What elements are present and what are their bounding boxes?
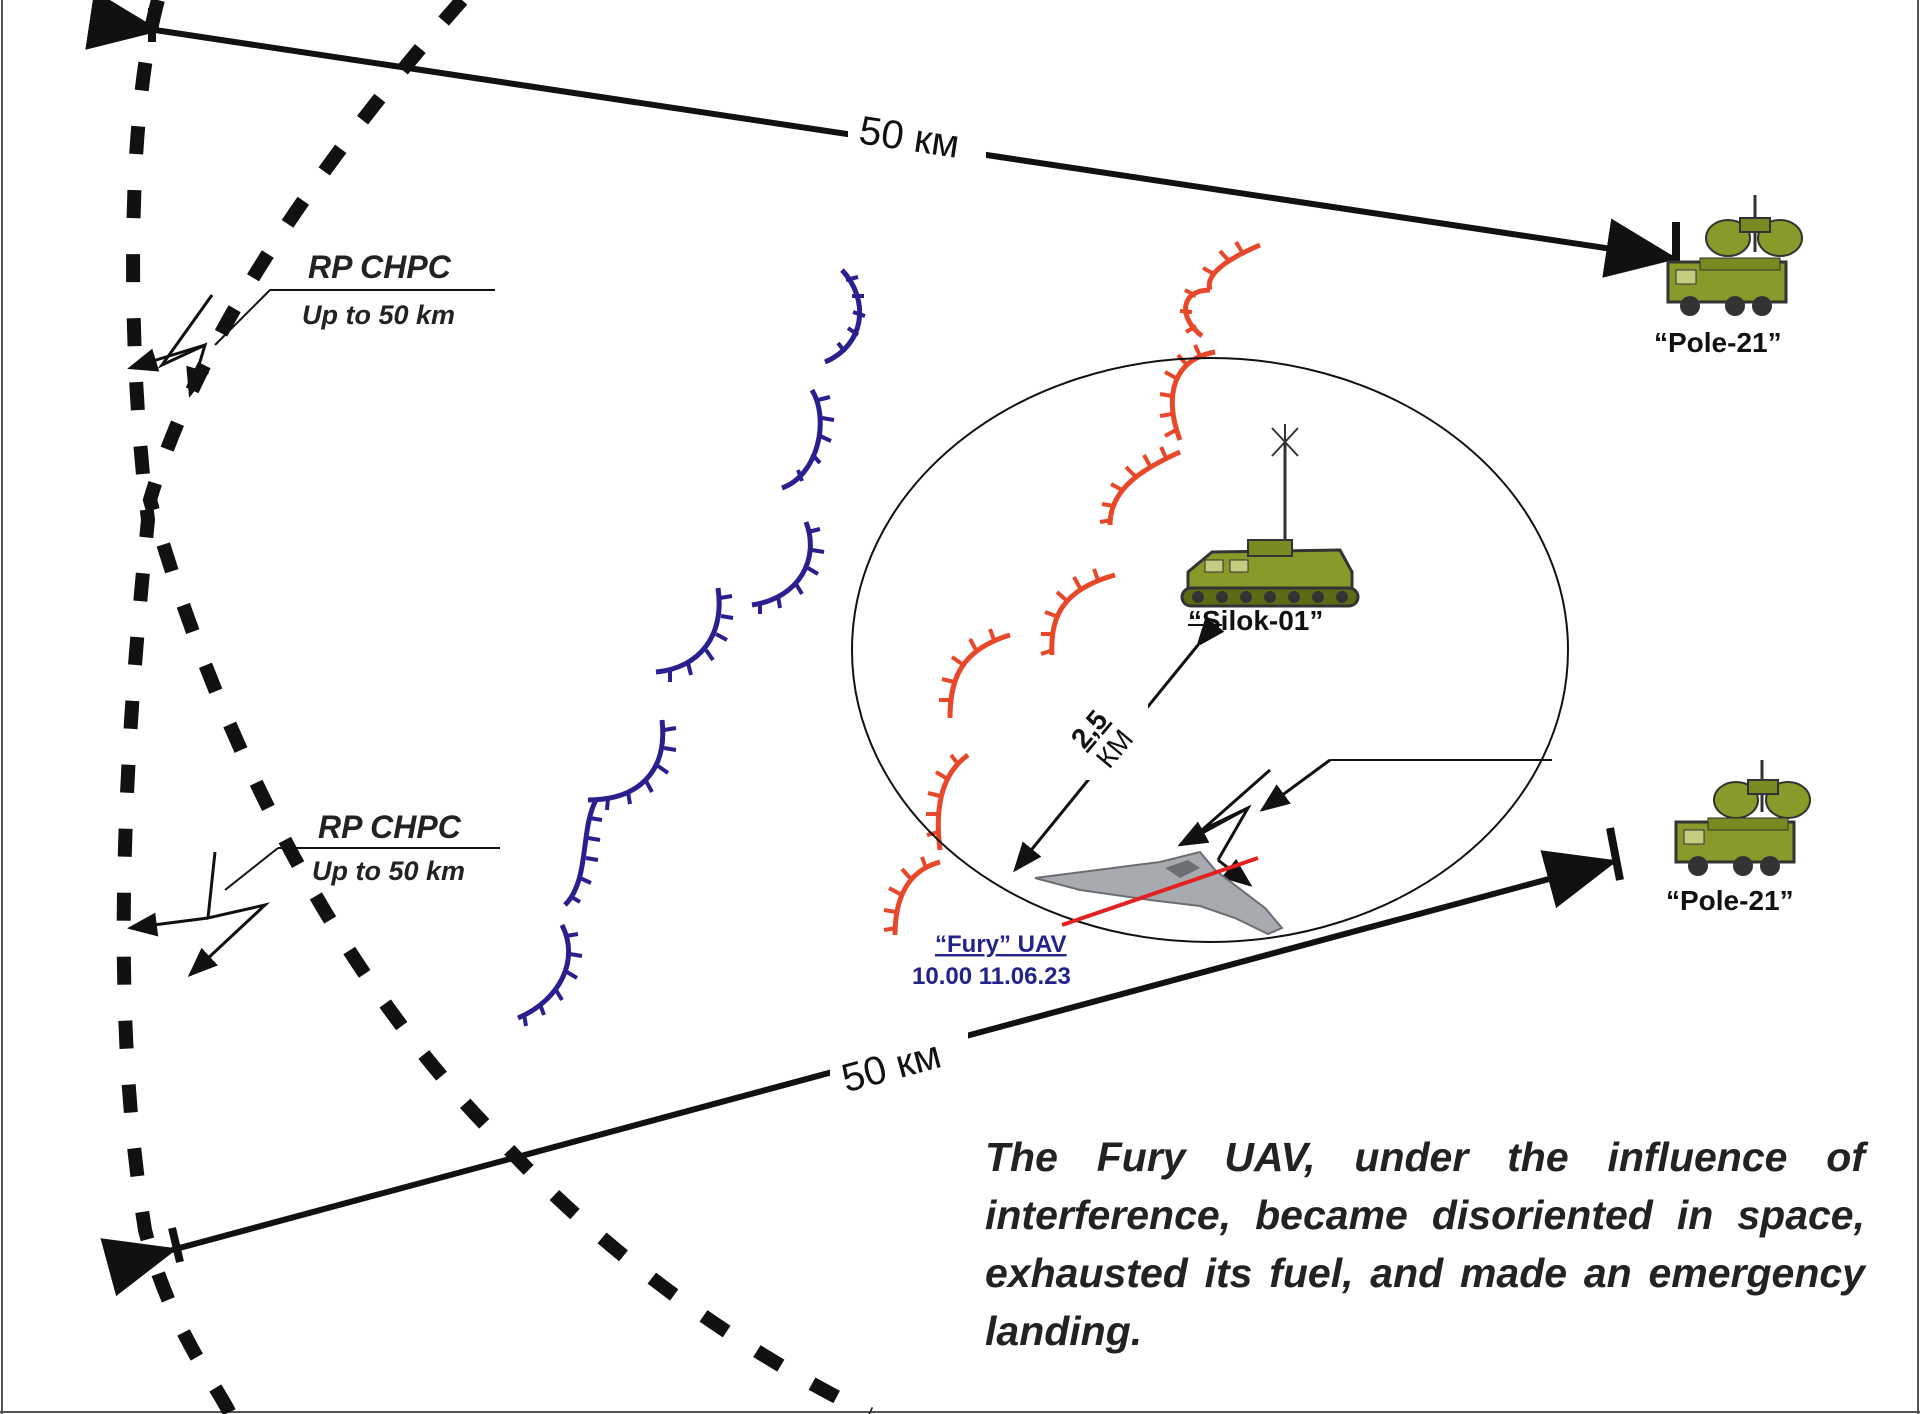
pole-21-lower-label: “Pole-21” — [1666, 885, 1794, 916]
pole-21-upper-label: “Pole-21” — [1654, 327, 1782, 358]
distance-label-bg-top — [848, 118, 986, 170]
uav-timestamp-label: 10.00 11.06.23 — [912, 963, 1071, 990]
uav-name-label: “Fury” UAV — [935, 931, 1067, 958]
distance-label-bg-bottom — [830, 1030, 968, 1086]
radius-label-bg — [1058, 700, 1148, 780]
boundary-line-inner — [142, 0, 874, 1414]
silok-01-label: “Silok-01” — [1188, 605, 1323, 636]
rp-chpc-lower-title: RP CHPC — [318, 809, 462, 845]
silok-01-vehicle-icon — [1180, 424, 1360, 608]
rp-chpc-lower: RP CHPC Up to 50 km — [127, 809, 500, 978]
distance-tick-bottom-left — [168, 1227, 184, 1263]
boundary-line-outer — [116, 0, 237, 1414]
coverage-circle — [851, 357, 1569, 943]
front-line-blue — [517, 268, 863, 1021]
rp-chpc-upper: RP CHPC Up to 50 km — [127, 249, 495, 398]
distance-tick-bottom-right — [1606, 827, 1624, 881]
caption-text: The Fury UAV, under the influence of int… — [985, 1134, 1865, 1354]
pole-21-upper-vehicle-icon — [1666, 195, 1803, 316]
rp-chpc-upper-title: RP CHPC — [308, 249, 452, 285]
jamming-signal-icon — [187, 851, 271, 978]
fury-uav-icon — [1034, 850, 1284, 936]
rp-chpc-lower-range: Up to 50 km — [312, 856, 465, 886]
jamming-signal-uav — [1177, 758, 1552, 887]
rp-chpc-upper-range: Up to 50 km — [302, 300, 455, 330]
pole-21-lower-vehicle-icon — [1674, 760, 1811, 876]
destroyed-marker-line — [1061, 856, 1259, 927]
jamming-signal-icon — [157, 294, 214, 398]
front-line-blue-ticks — [522, 275, 866, 1027]
